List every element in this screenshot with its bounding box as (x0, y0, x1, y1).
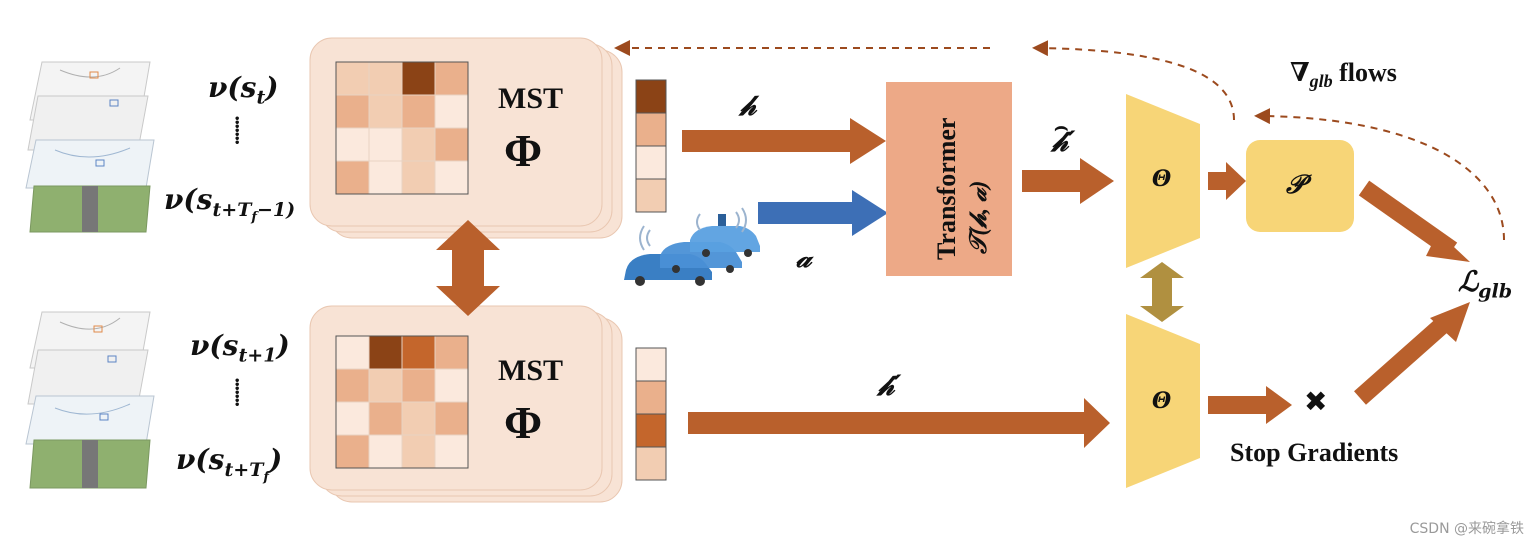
heatmap-cell (434, 94, 469, 129)
stop-gradient-mark: ✖ (1304, 385, 1328, 418)
encoder-top (309, 37, 623, 239)
h-hat-prime-arrow (1022, 158, 1114, 204)
heatmap-cell (335, 127, 370, 162)
label-h-hat-prime: ⌢𝒽′ (1052, 114, 1076, 158)
heatmap-cell (368, 434, 403, 469)
vector-cell (635, 145, 667, 180)
heatmap-cell (335, 160, 370, 195)
theta-encoder-bottom (1126, 314, 1200, 488)
heatmap-cell (434, 61, 469, 96)
heatmap-cell (368, 61, 403, 96)
vector-cell (635, 79, 667, 114)
theta-bottom-label: Θ (1152, 388, 1172, 414)
latent-vector-bottom (635, 347, 667, 481)
vector-cell (635, 380, 667, 415)
h-arrow (682, 118, 886, 164)
heatmap-cell (434, 160, 469, 195)
heatmap-cell (434, 335, 469, 370)
heatmap-cell (368, 401, 403, 436)
ema-arrow (1140, 262, 1184, 322)
heatmap-cell (335, 368, 370, 403)
label-h-prime: 𝒽′ (878, 369, 902, 402)
input-top-first: ν(st) (208, 71, 279, 109)
heatmap-cell (335, 61, 370, 96)
heatmap-cell (368, 127, 403, 162)
predictor-block (1246, 140, 1354, 232)
heatmap-border (335, 61, 469, 195)
heatmap-cell (434, 368, 469, 403)
shared-weights-arrow (436, 220, 500, 316)
encoder-bottom (309, 305, 623, 503)
heatmap-cell (335, 94, 370, 129)
map-stack-top (25, 61, 155, 233)
encoder-bottom-symbol: Φ (504, 397, 543, 448)
stop-to-loss-arrow (1354, 302, 1470, 405)
h-prime-arrow (688, 398, 1110, 448)
heatmap-cell (368, 368, 403, 403)
input-bottom-ellipsis: ••••••• (234, 376, 241, 411)
heatmap-cell (368, 94, 403, 129)
predictor-label: 𝒫 (1286, 170, 1305, 200)
vector-cell (635, 178, 667, 213)
encoder-bottom-title: MST (498, 354, 564, 387)
heatmap-cell (335, 401, 370, 436)
vector-cell (635, 112, 667, 147)
heatmap-cell (368, 160, 403, 195)
theta-to-stop-arrow (1208, 386, 1292, 424)
heatmap-top (335, 61, 469, 195)
encoder-top-symbol: Φ (504, 125, 543, 176)
heatmap-bottom (335, 335, 469, 469)
vector-cell (635, 413, 667, 448)
heatmap-cell (434, 434, 469, 469)
input-top-ellipsis: ••••••• (234, 114, 241, 149)
heatmap-cell (401, 434, 436, 469)
heatmap-cell (401, 160, 436, 195)
loss-label: ℒglb (1458, 265, 1513, 303)
transformer-block (886, 82, 1012, 276)
vector-cell (635, 347, 667, 382)
p-to-loss-arrow (1358, 180, 1470, 262)
heatmap-cell (368, 335, 403, 370)
input-top-last: ν(st+Tf−1) (164, 183, 296, 225)
heatmap-cell (335, 335, 370, 370)
latent-vector-top (635, 79, 667, 213)
theta-encoder-top (1126, 94, 1200, 268)
heatmap-cell (401, 401, 436, 436)
label-h: 𝒽 (740, 89, 757, 122)
heatmap-border (335, 335, 469, 469)
heatmap-cell (401, 61, 436, 96)
encoder-top-title: MST (498, 82, 564, 115)
input-bottom-first: ν(st+1) (190, 329, 290, 367)
heatmap-cell (401, 368, 436, 403)
cars-icon (624, 207, 760, 286)
map-stack-bottom (25, 311, 155, 489)
heatmap-cell (401, 127, 436, 162)
heatmap-cell (434, 127, 469, 162)
theta-top-label: Θ (1152, 166, 1172, 192)
heatmap-cell (401, 94, 436, 129)
transformer-label: Transformer (932, 117, 961, 260)
gradient-flow-arrows (614, 40, 1505, 241)
watermark: CSDN @来碗拿铁 (1409, 521, 1524, 537)
heatmap-cell (401, 335, 436, 370)
transformer-formula: 𝒯(𝒽, 𝒶) (966, 180, 992, 254)
theta-to-p-arrow (1208, 162, 1246, 200)
label-a: 𝒶 (796, 241, 812, 274)
stop-gradients-label: Stop Gradients (1230, 438, 1399, 467)
gradient-flows-label: ∇glb flows (1290, 58, 1397, 92)
heatmap-cell (434, 401, 469, 436)
a-arrow (758, 190, 888, 236)
input-bottom-last: ν(st+Tf) (176, 443, 283, 485)
vector-cell (635, 446, 667, 481)
heatmap-cell (335, 434, 370, 469)
